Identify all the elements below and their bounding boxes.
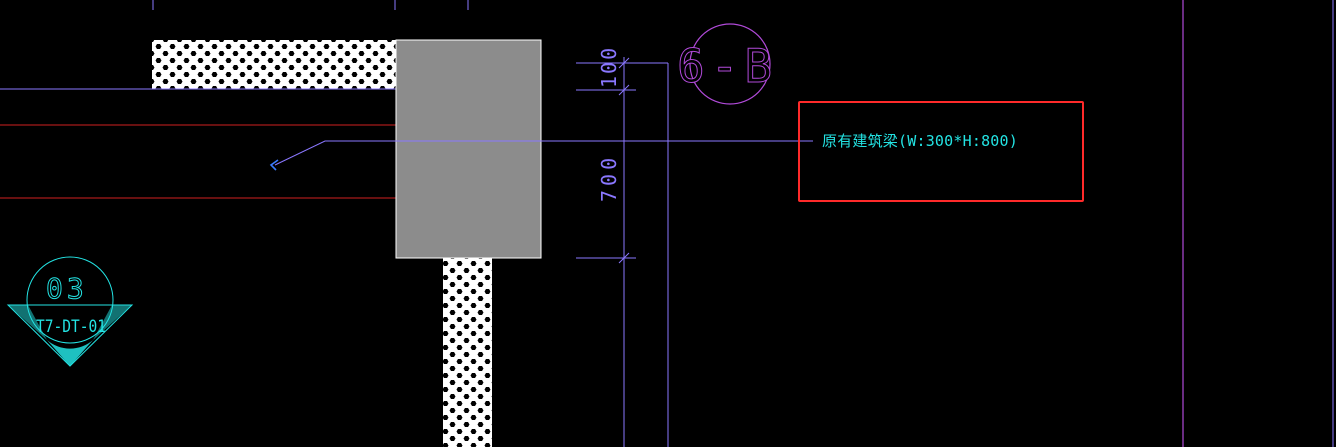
leader-line [274, 140, 813, 166]
detail-number: 03 [46, 272, 88, 305]
detail-sheet: T7-DT-01 [36, 317, 106, 337]
section-callout-icon[interactable] [6, 256, 134, 367]
top-tick-marks [152, 0, 469, 10]
axis-label: 6-B [677, 39, 778, 93]
dimension-text-bottom: 700 [597, 154, 621, 202]
beam-note-label[interactable]: 原有建筑梁(W:300*H:800) [822, 132, 1019, 150]
slab-hatch [152, 40, 396, 89]
highlight-box [798, 101, 1084, 202]
arrow-icon [269, 159, 279, 171]
dimension-text-top: 100 [597, 46, 621, 88]
axis-bubble [689, 23, 771, 105]
wall-hatch [443, 258, 492, 447]
existing-beam-section[interactable] [395, 39, 542, 259]
dimension-group [576, 57, 669, 447]
